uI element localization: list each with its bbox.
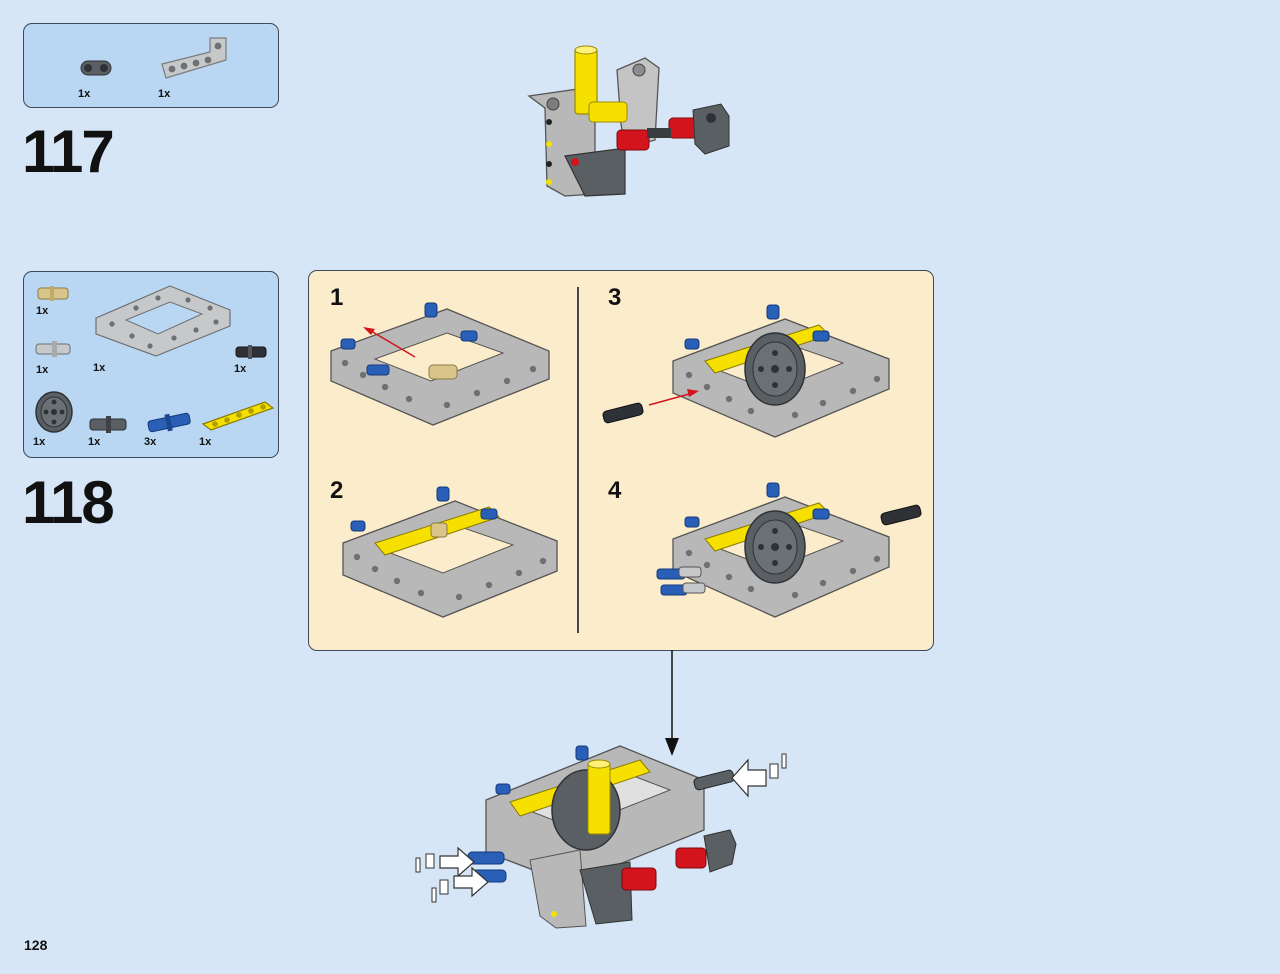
- step-117-model-illustration: [527, 45, 730, 197]
- part-qty: 1x: [36, 364, 49, 376]
- light-gray-bent-beam-icon: [161, 37, 227, 79]
- yellow-beam-icon: [201, 401, 275, 431]
- part-qty: 1x: [36, 305, 49, 317]
- page-number: 128: [24, 937, 48, 953]
- part-qty: 1x: [33, 436, 46, 448]
- part-qty: 1x: [93, 362, 106, 374]
- step-118-result-illustration: [415, 745, 787, 929]
- dark-gray-pulley-wheel-icon: [35, 391, 73, 433]
- substep-4-illustration: [656, 482, 922, 618]
- part-qty: 1x: [158, 88, 171, 100]
- part-qty: 3x: [144, 436, 157, 448]
- part-qty: 1x: [234, 363, 247, 375]
- substep-divider: [577, 287, 579, 633]
- substep-number-3: 3: [608, 284, 622, 311]
- part-qty: 1x: [78, 88, 91, 100]
- substep-number-2: 2: [330, 477, 344, 504]
- black-pin-icon: [235, 345, 267, 359]
- substep-2-illustration: [342, 486, 558, 618]
- substep-number-1: 1: [330, 284, 344, 311]
- parts-box-118: 1x 1x 1x 1x 1x 1x 3x: [23, 271, 279, 458]
- part-qty: 1x: [88, 436, 101, 448]
- light-gray-axle-pin-icon: [35, 341, 71, 357]
- light-gray-frame-icon: [95, 285, 231, 357]
- substep-number-4: 4: [608, 477, 622, 504]
- down-arrow: [665, 650, 679, 756]
- substep-1-illustration: [330, 302, 550, 426]
- dark-gray-pin-icon: [89, 416, 127, 433]
- step-number-118: 118: [22, 469, 115, 536]
- parts-box-117: 1x 1x: [23, 23, 279, 108]
- step-number-117: 117: [22, 118, 115, 185]
- part-qty: 1x: [199, 436, 212, 448]
- blue-pin-icon: [147, 412, 191, 433]
- dark-gray-beam-connector-icon: [80, 60, 112, 76]
- substep-3-illustration: [602, 304, 890, 438]
- substep-panel: 1 2 3 4: [308, 270, 934, 651]
- tan-axle-pin-icon: [37, 286, 69, 301]
